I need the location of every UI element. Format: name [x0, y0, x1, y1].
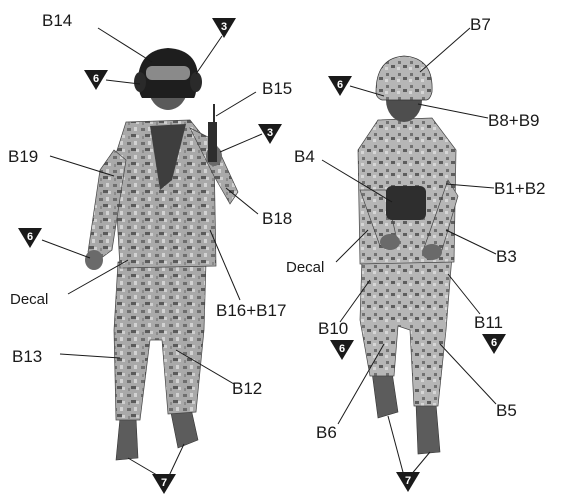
- callout-3-top-number: 3: [221, 21, 227, 33]
- callout-6-head-left-number: 6: [93, 73, 99, 85]
- label-b8-b9: B8+B9: [488, 111, 540, 130]
- leader-decal-left: [67, 259, 129, 295]
- leader-b13: [59, 353, 121, 359]
- left-figure-left-boot: [115, 417, 139, 461]
- leader-7-right-a: [387, 415, 405, 477]
- callout-7-left: 7: [152, 474, 176, 494]
- callout-3-top: 3: [212, 18, 236, 38]
- leader-b3: [445, 229, 497, 255]
- label-decal-left: Decal: [10, 291, 48, 308]
- label-b1-b2: B1+B2: [494, 179, 546, 198]
- label-b18: B18: [262, 209, 292, 228]
- callout-6-head-right-number: 6: [337, 79, 343, 91]
- label-b5: B5: [496, 401, 517, 420]
- leader-3-top: [195, 35, 223, 75]
- part-labels: B14 B15 B19 B18 Decal B16+B17 B13 B12 B7…: [8, 11, 546, 442]
- leader-3-radio: [219, 133, 263, 153]
- callout-6-hand-left-number: 6: [27, 231, 33, 243]
- callout-6-head-right: 6: [328, 76, 352, 96]
- left-figure-ear-cup-left: [134, 72, 146, 92]
- callout-6-b10: 6: [330, 340, 354, 360]
- right-figure-standing-boot: [415, 403, 441, 455]
- callout-3-radio: 3: [258, 124, 282, 144]
- label-b15: B15: [262, 79, 292, 98]
- callout-6-b10-number: 6: [339, 343, 345, 355]
- callout-6-head-left: 6: [84, 70, 108, 90]
- leader-decal-right: [335, 229, 369, 263]
- right-figure-trousers: [359, 255, 453, 407]
- left-figure-goggles: [146, 66, 190, 80]
- left-figure-left-hand: [85, 250, 103, 270]
- right-figure-helmet: [375, 55, 433, 101]
- right-figure-right-hand: [422, 244, 442, 260]
- leader-b4: [321, 159, 393, 203]
- right-figure-chest-pouch: [386, 186, 426, 220]
- label-b16-b17: B16+B17: [216, 301, 286, 320]
- leader-b19: [49, 155, 115, 177]
- leader-b15: [215, 91, 257, 117]
- callout-7-right: 7: [396, 472, 420, 492]
- leader-b6: [337, 343, 385, 425]
- leader-b1-b2: [445, 183, 495, 189]
- callout-7-right-number: 7: [405, 475, 411, 487]
- leader-b5: [439, 343, 497, 405]
- leader-6-hand-left: [41, 239, 91, 259]
- label-b19: B19: [8, 147, 38, 166]
- leader-6-head-left: [105, 79, 141, 85]
- left-figure-radio: [208, 122, 217, 162]
- left-figure-trousers: [113, 261, 207, 421]
- leader-b14: [97, 27, 153, 63]
- leader-b10: [339, 279, 371, 323]
- left-figure-strap: [150, 124, 186, 190]
- label-b12: B12: [232, 379, 262, 398]
- right-soldier-figure: [357, 55, 459, 455]
- label-b6: B6: [316, 423, 337, 442]
- leader-b7: [419, 27, 471, 73]
- leader-6-head-right: [349, 85, 385, 97]
- label-b4: B4: [294, 147, 315, 166]
- leader-b8-b9: [417, 103, 489, 119]
- label-decal-right: Decal: [286, 259, 324, 276]
- leader-7-left-b: [167, 443, 185, 479]
- leader-b16-b17: [209, 229, 241, 301]
- leader-b12: [175, 349, 235, 385]
- label-b11: B11: [474, 313, 503, 332]
- right-figure-right-forearm: [423, 179, 459, 251]
- callout-6-hand-left: 6: [18, 228, 42, 248]
- leader-b18: [225, 187, 259, 215]
- callout-3-radio-number: 3: [267, 127, 273, 139]
- callout-7-left-number: 7: [161, 477, 167, 489]
- leader-lines: [41, 27, 497, 479]
- label-b3: B3: [496, 247, 517, 266]
- right-figure-raised-boot: [371, 371, 399, 419]
- callout-6-b11: 6: [482, 334, 506, 354]
- left-soldier-figure: [85, 48, 239, 461]
- callout-6-b11-number: 6: [491, 337, 497, 349]
- label-b13: B13: [12, 347, 42, 366]
- leader-b11: [447, 273, 481, 315]
- label-b10: B10: [318, 319, 348, 338]
- left-figure-ear-cup-right: [190, 72, 202, 92]
- right-figure-left-hand: [380, 234, 400, 250]
- label-b7: B7: [470, 15, 491, 34]
- label-b14: B14: [42, 11, 72, 30]
